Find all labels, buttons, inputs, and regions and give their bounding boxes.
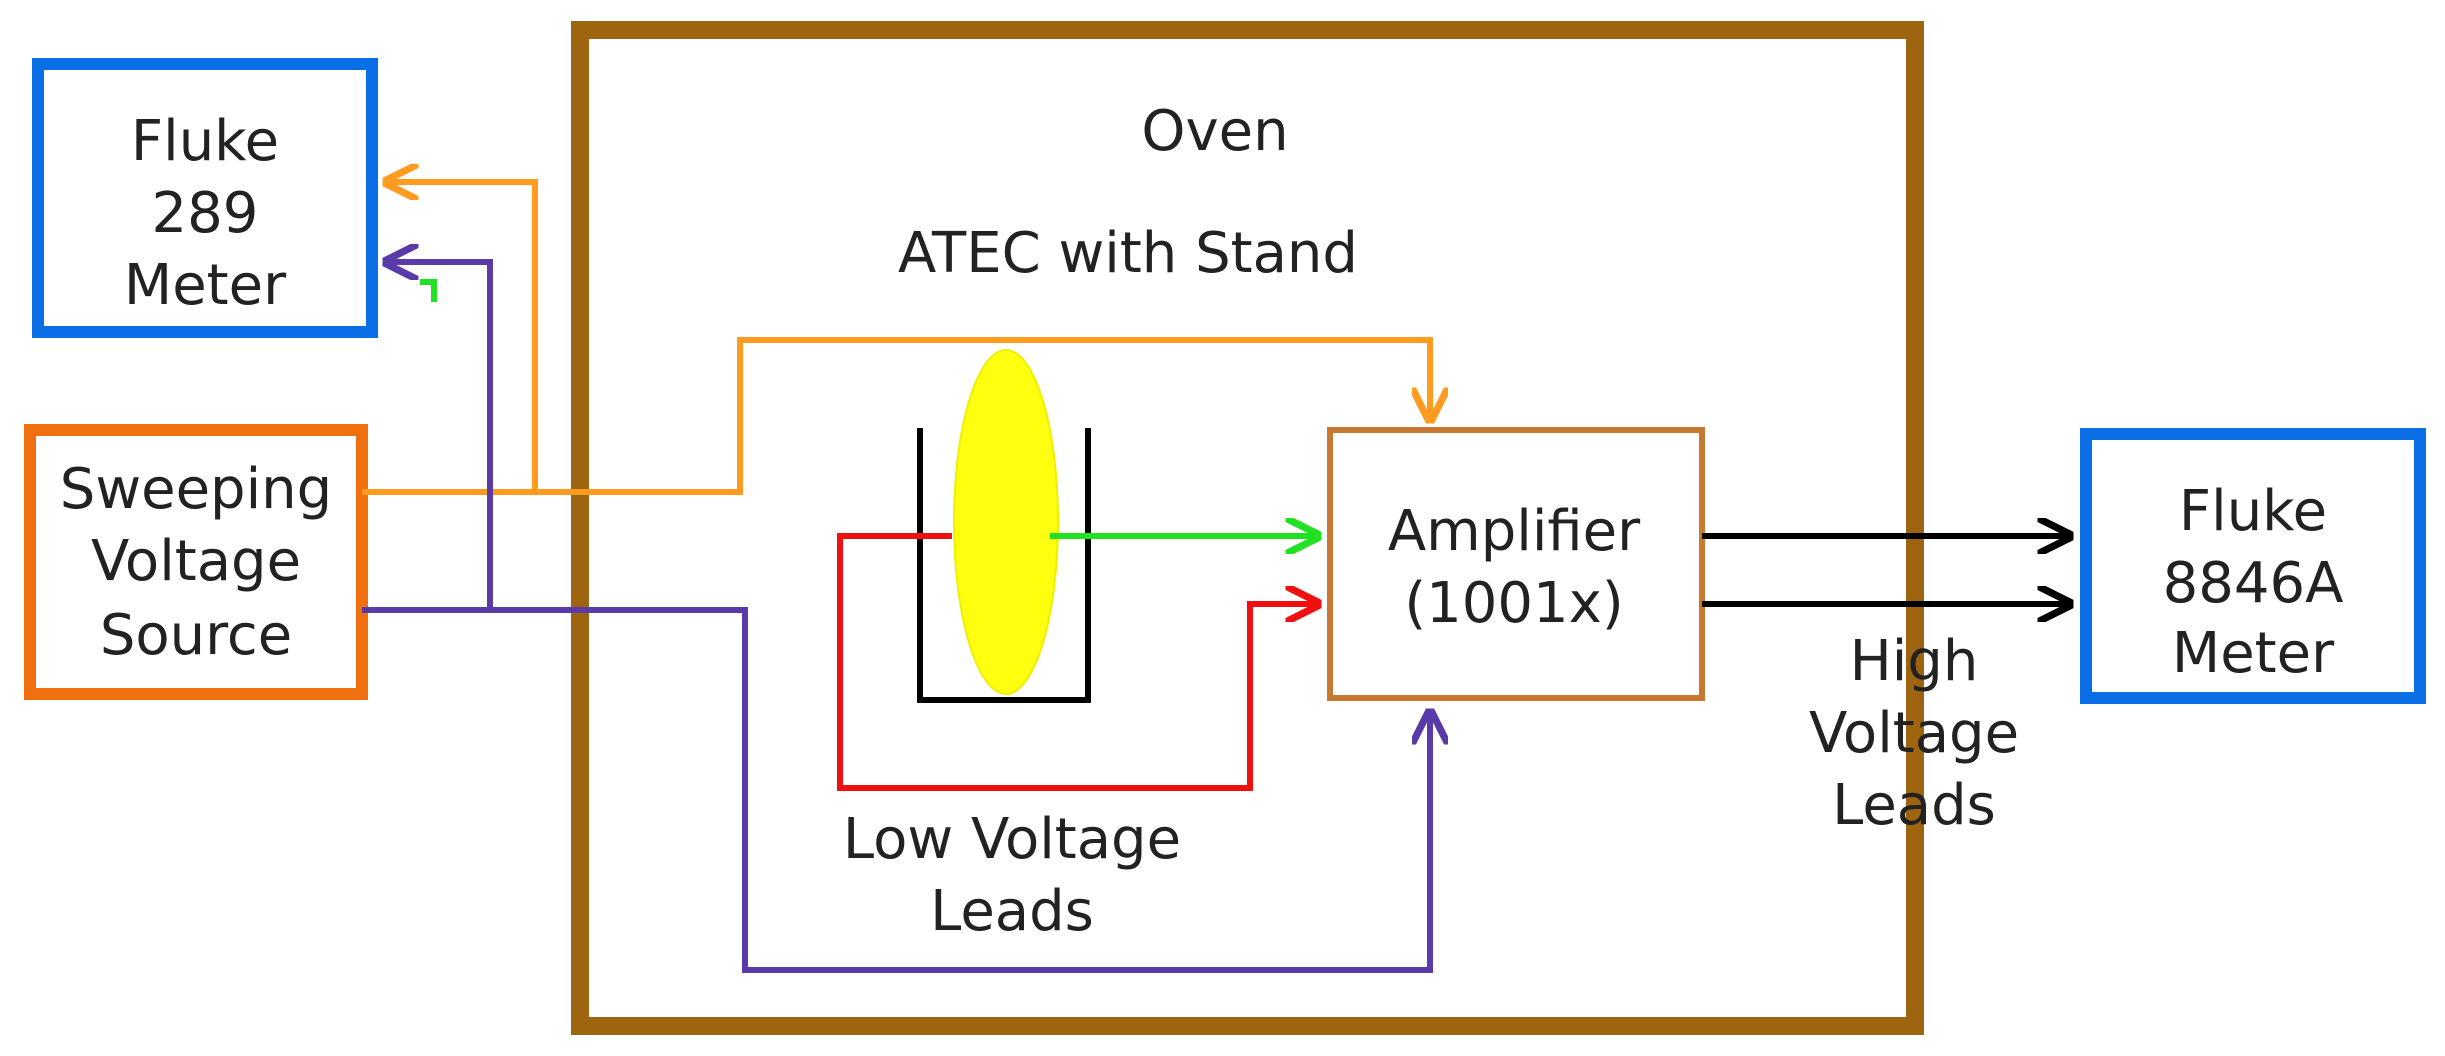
oven-label: Oven	[1141, 99, 1288, 164]
low-voltage-leads-label: Low Voltage	[843, 807, 1181, 872]
sample-stand	[917, 428, 1091, 703]
orange-wire-to-amplifier	[362, 337, 1430, 495]
atec-stand-label: ATEC with Stand	[898, 221, 1358, 286]
fluke-289-label: 289	[152, 181, 259, 246]
high-voltage-leads-label: Voltage	[1809, 701, 2019, 766]
orange-wire-to-fluke-289	[386, 182, 538, 492]
amplifier-label: (1001x)	[1404, 571, 1623, 636]
amplifier-label: Amplifier	[1388, 499, 1641, 564]
purple-wire-to-fluke-289	[386, 262, 493, 610]
green-stub	[420, 279, 437, 302]
sweeping-voltage-source-box	[24, 424, 368, 700]
low-voltage-leads-label: Leads	[930, 879, 1094, 944]
fluke-8846a-label: Fluke	[2179, 479, 2327, 544]
source-label: Voltage	[91, 529, 301, 594]
fluke-289-meter-box	[32, 58, 378, 338]
amplifier-box	[1327, 427, 1705, 701]
oven-box	[571, 21, 1924, 1035]
fluke-289-label: Fluke	[131, 109, 279, 174]
source-label: Source	[100, 603, 292, 668]
fluke-8846a-meter-box	[2080, 428, 2426, 704]
high-voltage-leads-label: Leads	[1832, 773, 1996, 838]
source-label: Sweeping	[60, 457, 332, 522]
fluke-8846a-label: Meter	[2172, 621, 2335, 686]
purple-wire-to-amplifier	[362, 607, 1430, 973]
high-voltage-leads-label: High	[1850, 629, 1979, 694]
atec-sample	[953, 349, 1059, 695]
red-lead	[837, 533, 1318, 791]
fluke-289-label: Meter	[124, 253, 287, 318]
fluke-8846a-label: 8846A	[2163, 551, 2344, 616]
